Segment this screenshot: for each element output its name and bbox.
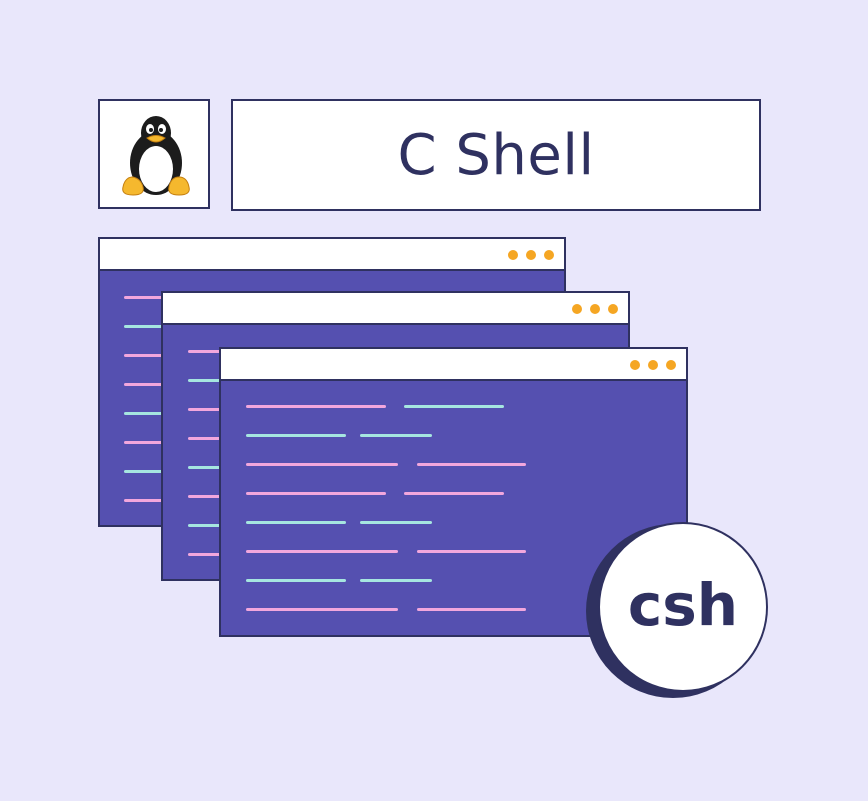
code-line	[246, 463, 398, 466]
code-line	[404, 492, 504, 495]
code-line	[246, 579, 346, 582]
window-dot-icon	[508, 250, 518, 260]
window-dot-icon	[666, 360, 676, 370]
window-dot-icon	[648, 360, 658, 370]
window-dot-icon	[526, 250, 536, 260]
code-line	[246, 550, 398, 553]
code-line	[188, 379, 228, 382]
code-line	[417, 550, 526, 553]
code-line	[246, 405, 386, 408]
code-line	[246, 492, 386, 495]
csh-badge: csh	[598, 522, 768, 692]
code-line	[188, 350, 228, 353]
code-line	[246, 608, 398, 611]
page-title: C Shell	[397, 122, 595, 188]
code-line	[188, 495, 228, 498]
code-line	[124, 296, 164, 299]
window-dot-icon	[608, 304, 618, 314]
code-line	[124, 383, 164, 386]
code-line	[246, 434, 346, 437]
title-box: C Shell	[231, 99, 761, 211]
code-line	[188, 437, 228, 440]
code-line	[360, 521, 432, 524]
code-line	[360, 434, 432, 437]
window-dot-icon	[544, 250, 554, 260]
code-line	[124, 470, 164, 473]
code-line	[188, 524, 228, 527]
window-dot-icon	[630, 360, 640, 370]
code-line	[417, 463, 526, 466]
code-line	[124, 412, 164, 415]
code-line	[360, 579, 432, 582]
code-line	[124, 325, 164, 328]
linux-logo-box	[98, 99, 210, 209]
code-line	[124, 499, 164, 502]
window-dot-icon	[590, 304, 600, 314]
badge-label: csh	[627, 571, 739, 639]
code-line	[188, 553, 228, 556]
terminal-title-bar	[163, 293, 628, 325]
terminal-title-bar	[100, 239, 564, 271]
window-dot-icon	[572, 304, 582, 314]
code-line	[124, 441, 164, 444]
code-line	[188, 466, 228, 469]
code-line	[417, 608, 526, 611]
code-line	[404, 405, 504, 408]
linux-tux-icon	[122, 116, 190, 196]
code-line	[246, 521, 346, 524]
code-line	[188, 408, 228, 411]
code-line	[124, 354, 164, 357]
terminal-title-bar	[221, 349, 686, 381]
